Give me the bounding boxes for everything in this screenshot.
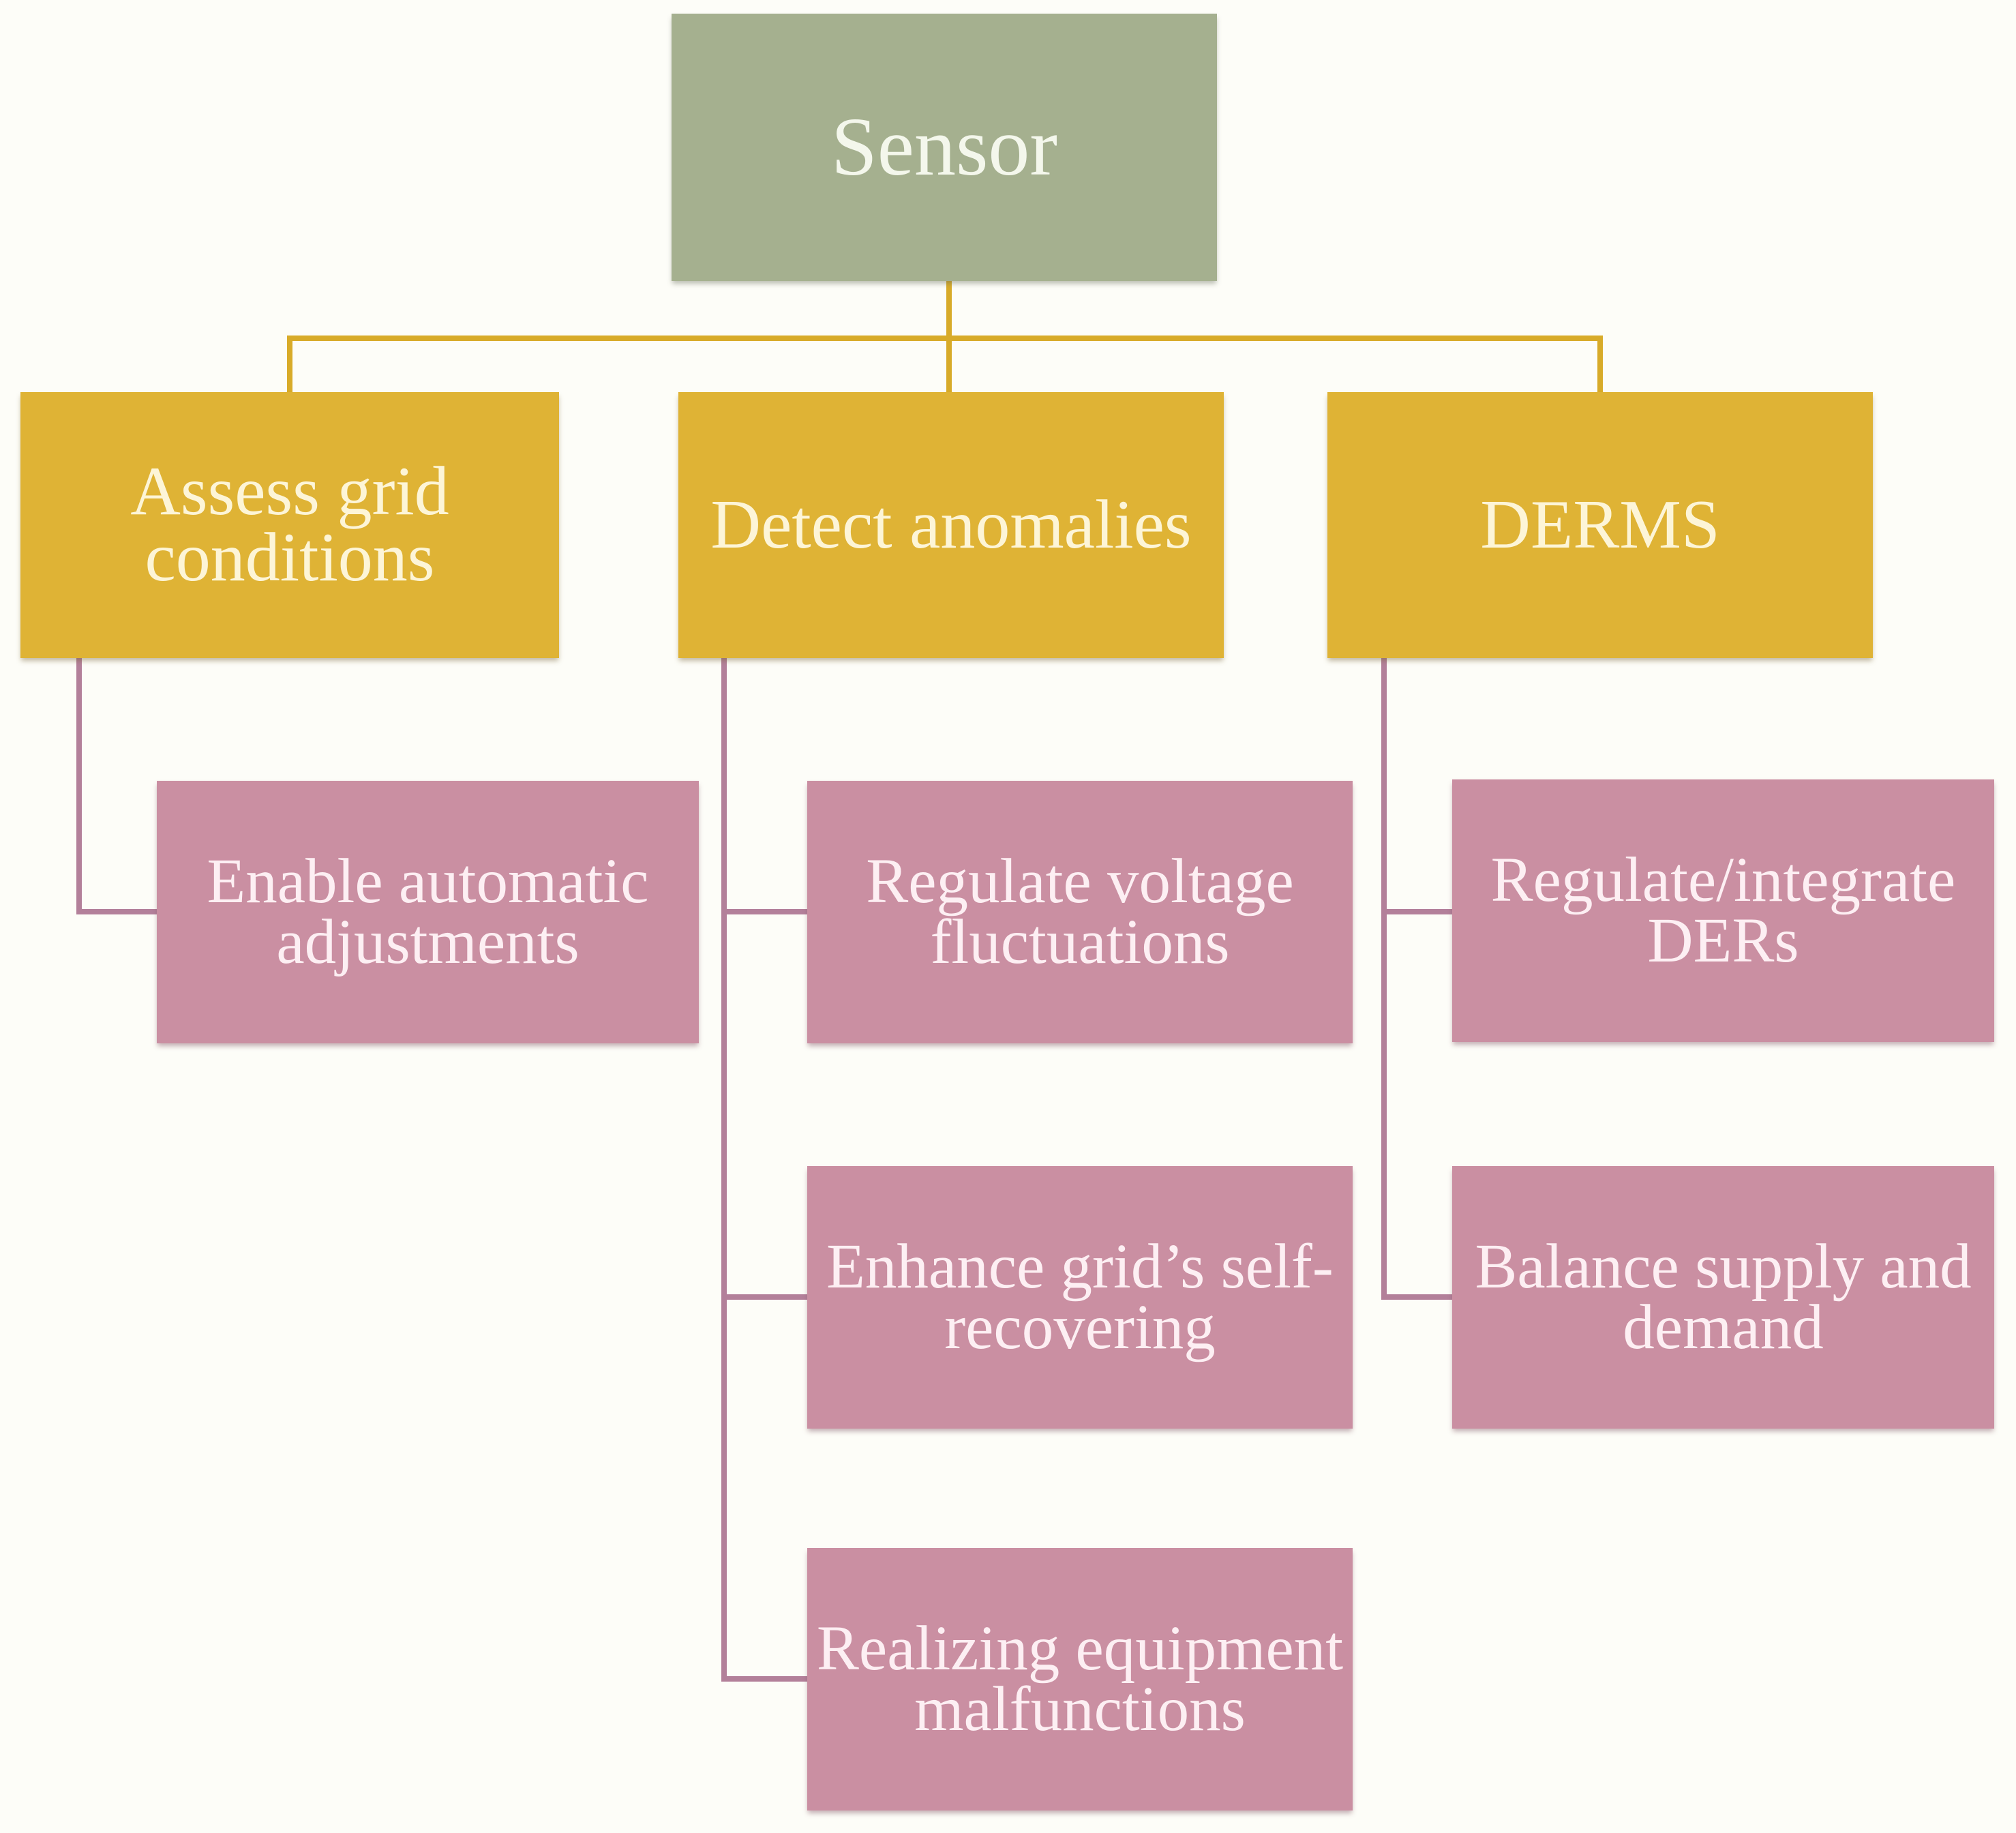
node-realizing-equipment-malfunctions-label: Realizing equipment malfunctions [816,1613,1344,1744]
connector-stem-derms [1381,657,1387,1300]
node-regulate-integrate-ders: Regulate/integrate DERs [1452,779,1994,1042]
node-balance-supply-and-demand-label: Balance supply and demand [1475,1232,1972,1362]
connector-stub-regulate-voltage [721,909,807,914]
node-enable-automatic-adjustments-label: Enable automatic adjustments [207,846,649,977]
node-assess-grid-conditions: Assess grid conditions [20,392,559,658]
node-enable-automatic-adjustments: Enable automatic adjustments [157,781,699,1043]
connector-drop-derms [1597,341,1603,394]
connector-drop-detect [946,341,952,394]
node-regulate-voltage-fluctuations-label: Regulate voltage fluctuations [866,846,1294,977]
node-detect-anomalies: Detect anomalies [678,392,1224,658]
node-realizing-equipment-malfunctions: Realizing equipment malfunctions [807,1548,1353,1810]
connector-stub-equipment-malfunctions [721,1676,807,1682]
connector-stub-balance-supply-demand [1381,1294,1452,1300]
node-derms-label: DERMS [1480,486,1720,563]
node-enhance-grids-self-recovering: Enhance grid’s self-recovering [807,1166,1353,1429]
node-regulate-voltage-fluctuations: Regulate voltage fluctuations [807,781,1353,1043]
node-assess-grid-conditions-label: Assess grid conditions [130,453,449,596]
connector-drop-assess [287,341,292,394]
node-balance-supply-and-demand: Balance supply and demand [1452,1166,1994,1429]
connector-stub-enable-adjust [76,909,157,914]
connector-stem-detect [721,657,727,1682]
connector-stub-regulate-integrate-ders [1381,909,1452,914]
node-sensor-label: Sensor [830,101,1058,194]
connector-stub-self-recovering [721,1294,807,1300]
node-regulate-integrate-ders-label: Regulate/integrate DERs [1490,845,1956,976]
node-enhance-grids-self-recovering-label: Enhance grid’s self-recovering [826,1232,1334,1362]
connector-horizontal-bar [287,336,1603,341]
node-detect-anomalies-label: Detect anomalies [710,486,1192,563]
node-derms: DERMS [1327,392,1873,658]
connector-root-drop [946,280,952,341]
node-sensor: Sensor [672,14,1217,281]
connector-stem-assess [76,657,82,914]
